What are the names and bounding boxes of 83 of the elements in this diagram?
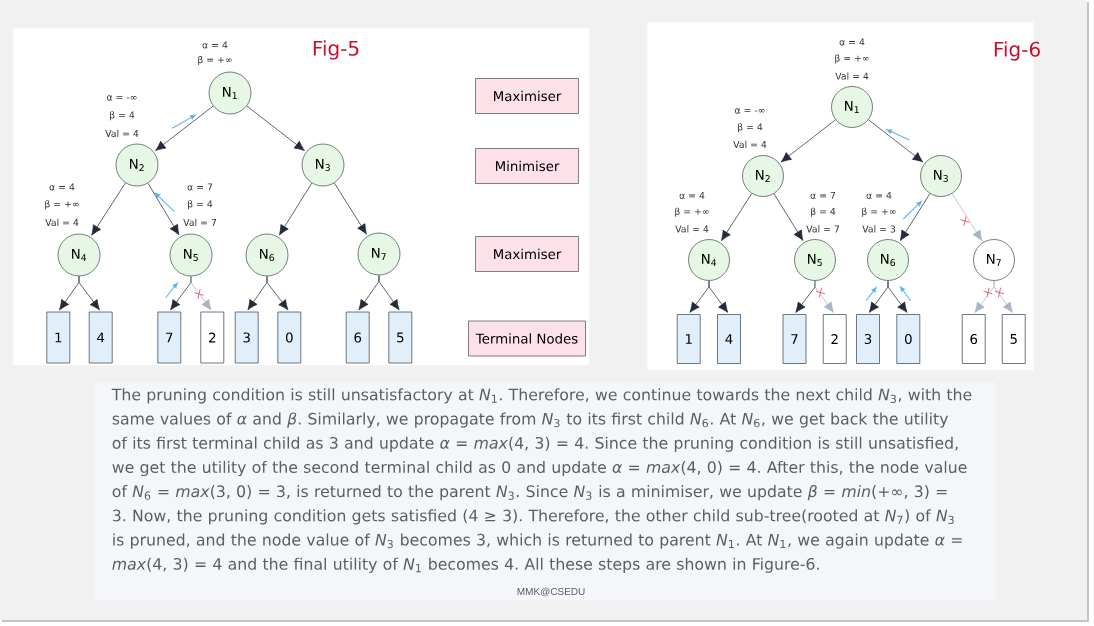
arrow — [91, 182, 126, 236]
tree-node: N$_{6}$ — [867, 239, 909, 281]
tree-node: N$_{3}$ — [920, 155, 962, 197]
terminal-box: 7 — [157, 311, 182, 364]
arrow — [266, 276, 289, 311]
arrow — [868, 119, 924, 163]
value-label: α = 7 — [810, 192, 836, 199]
value-label: β = +∞ — [198, 55, 232, 66]
terminal-box: 3 — [856, 314, 880, 364]
credit-text: MMK@CSEDU — [517, 587, 585, 597]
value-label: α = 4 — [866, 192, 892, 199]
value-label: β = 4 — [188, 200, 213, 210]
arrow — [378, 275, 400, 311]
tree-node: N$_{7}$ — [973, 239, 1015, 281]
value-label: β = 4 — [110, 111, 135, 121]
value-label: β = +∞ — [45, 200, 79, 210]
terminal-box: 4 — [88, 311, 113, 364]
arrow — [78, 276, 100, 311]
value-label: Val = 7 — [806, 225, 840, 233]
arrow — [721, 193, 753, 242]
arrow — [795, 280, 816, 313]
arrow — [708, 280, 729, 313]
arrow — [780, 119, 836, 163]
terminal-box: 3 — [234, 311, 259, 364]
value-label: β = 4 — [738, 123, 763, 133]
tree-node: N$_{3}$ — [301, 143, 345, 187]
terminal-box: 2 — [200, 311, 225, 364]
value-label: α = -∞ — [107, 95, 137, 101]
value-label: α = 4 — [679, 192, 705, 199]
level-box: Minimiser — [475, 148, 579, 184]
tree-node: N$_{5}$ — [169, 233, 213, 277]
value-label: β = +∞ — [675, 207, 709, 217]
value-label: α = -∞ — [735, 108, 765, 114]
arrow — [147, 183, 180, 236]
terminal-box: 0 — [896, 314, 921, 364]
arrow — [887, 280, 908, 313]
value-label: Val = 4 — [105, 129, 139, 137]
level-box: Terminal Nodes — [468, 320, 586, 357]
tree-node: N$_{2}$ — [115, 143, 159, 187]
terminal-box: 6 — [961, 314, 986, 364]
arrow — [899, 193, 931, 241]
tree-node: N$_{4}$ — [57, 233, 101, 277]
arrow — [951, 193, 983, 241]
value-label: α = 4 — [839, 38, 865, 46]
value-label: Val = 4 — [733, 140, 767, 148]
tree-node: N$_{7}$ — [357, 232, 401, 276]
value-label: Val = 3 — [862, 225, 896, 233]
arrow — [993, 280, 1013, 313]
arrow — [246, 105, 305, 151]
terminal-box: 5 — [1001, 314, 1026, 364]
level-box: Maximiser — [475, 78, 579, 114]
value-label: α = 7 — [187, 183, 213, 191]
figure-title: Fig-6 — [994, 41, 1040, 61]
terminal-box: 0 — [277, 311, 302, 364]
arrow — [279, 182, 313, 236]
figure-title: Fig-5 — [313, 40, 359, 60]
arrow — [334, 182, 367, 235]
terminal-box: 1 — [46, 311, 71, 364]
value-label: Val = 7 — [183, 218, 217, 226]
value-label: Val = 4 — [45, 218, 79, 226]
terminal-box: 5 — [388, 311, 413, 364]
arrow — [170, 276, 192, 311]
tree-node: N$_{6}$ — [245, 233, 289, 277]
level-box: Maximiser — [475, 236, 579, 272]
terminal-box: 4 — [717, 314, 741, 364]
tree-node: N$_{1}$ — [208, 71, 252, 115]
tree-node: N$_{4}$ — [688, 239, 730, 281]
value-label: α = 4 — [49, 183, 75, 191]
terminal-box: 1 — [676, 314, 701, 364]
terminal-box: 6 — [345, 311, 370, 364]
arrow — [155, 105, 214, 151]
tree-node: N$_{5}$ — [794, 239, 836, 281]
terminal-box: 2 — [822, 314, 847, 364]
value-label: β = +∞ — [835, 54, 869, 64]
value-label: β = +∞ — [862, 207, 896, 217]
value-label: Val = 4 — [835, 72, 869, 80]
value-label: Val = 4 — [675, 225, 709, 233]
value-label: α = 4 — [202, 41, 228, 49]
arrow — [773, 193, 804, 241]
tree-node: N$_{2}$ — [742, 155, 784, 197]
tree-node: N$_{1}$ — [831, 86, 873, 128]
terminal-box: 7 — [782, 314, 807, 364]
value-label: β = 4 — [811, 207, 836, 217]
